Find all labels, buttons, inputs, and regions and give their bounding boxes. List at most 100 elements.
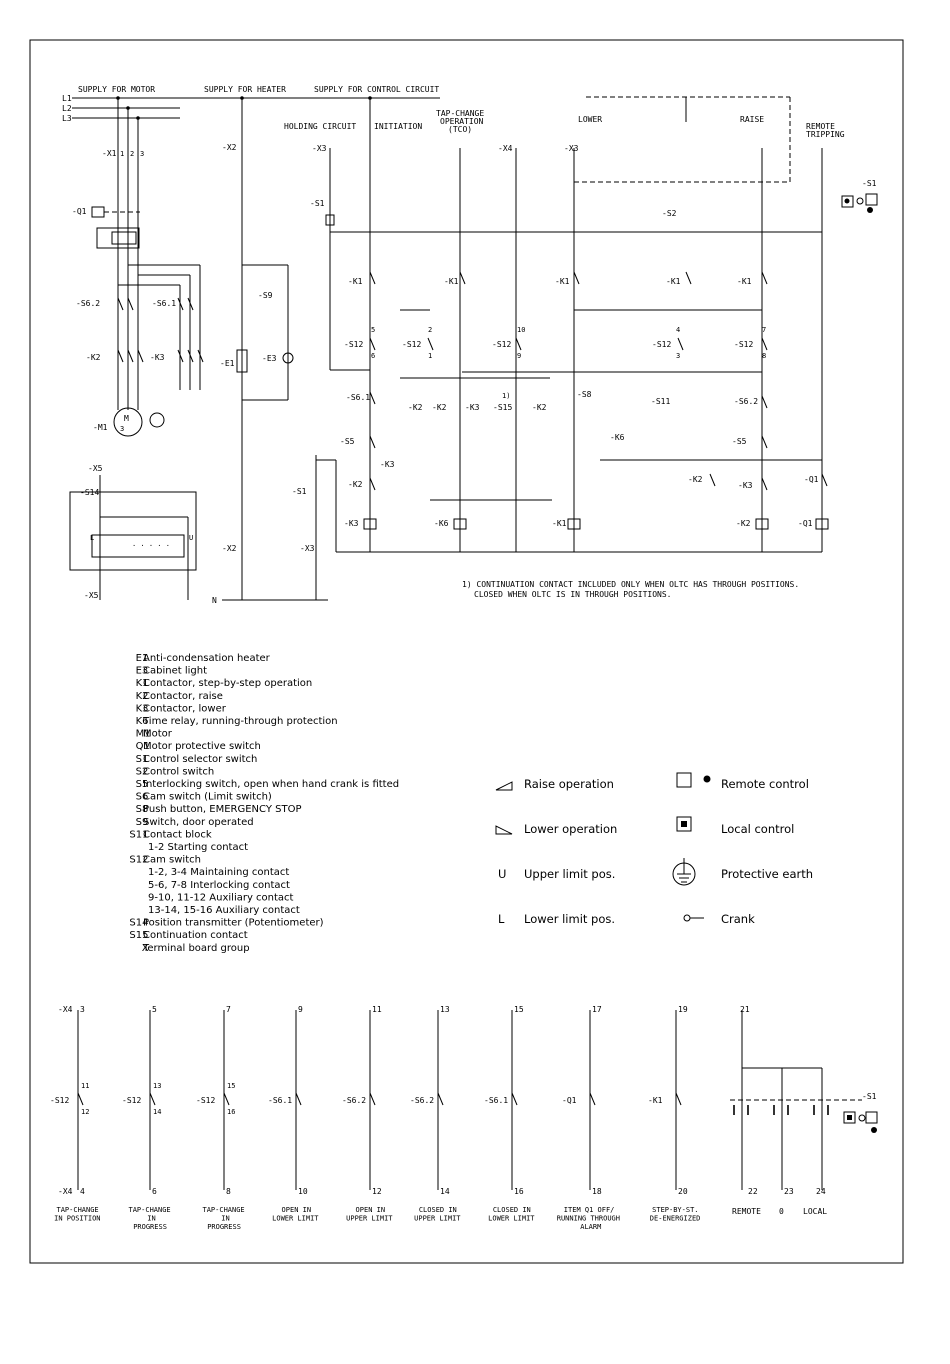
legend-code: Q1	[136, 741, 150, 752]
aux-caption: PROGRESS	[207, 1223, 241, 1231]
supply-heater-label: SUPPLY FOR HEATER	[204, 85, 286, 94]
x1-term-1: 1	[120, 150, 124, 158]
aux-top-terminal: 5	[152, 1005, 157, 1014]
aux-contact	[223, 1092, 230, 1106]
q1-control-tag: -Q1	[804, 475, 819, 484]
remote-control-symbol	[676, 772, 692, 788]
raise-heading: RAISE	[740, 115, 764, 124]
k1-tag-c: -K1	[555, 277, 570, 286]
aux-caption: LOWER LIMIT	[488, 1215, 535, 1223]
k2-control-tag-d: -K2	[348, 480, 363, 489]
aux-caption: RUNNING THROUGH	[557, 1215, 620, 1223]
upper-limit-label: Upper limit pos.	[524, 867, 615, 881]
position-transmitter: -X5 -S14 L U · · · · · -X5	[69, 464, 197, 600]
aux-caption: DE-ENERGIZED	[650, 1215, 701, 1223]
legend-text: Cabinet light	[143, 666, 207, 677]
crank-symbol	[683, 914, 691, 922]
aux-caption: IN	[221, 1215, 229, 1223]
s2-tag: -S2	[662, 209, 677, 218]
initiation-heading: INITIATION	[374, 122, 422, 131]
legend-text: Cam switch	[143, 855, 201, 866]
pot-lower-mark: L	[90, 534, 94, 542]
e3-tag: -E3	[262, 354, 277, 363]
k3-motor-tag: -K3	[150, 353, 165, 362]
remote-heading: REMOTE	[806, 122, 835, 131]
legend-code: E3	[136, 666, 149, 677]
x1-tag: -X1	[102, 149, 117, 158]
aux-device-tag: -S6.2	[342, 1096, 366, 1105]
s1-lower-tag: -S1	[292, 487, 307, 496]
aux-caption: UPPER LIMIT	[346, 1215, 393, 1223]
aux-x4-bottom-tag: -X4	[58, 1187, 73, 1196]
legend-text: Continuation contact	[143, 930, 248, 941]
lower-symbol	[495, 825, 513, 835]
s1-right-tag: -S1	[862, 179, 877, 188]
aux-bottom-terminal: 8	[226, 1187, 231, 1196]
local-key-label: Local control	[721, 822, 794, 836]
x4-tag: -X4	[498, 144, 513, 153]
aux-top-terminal: 19	[678, 1005, 688, 1014]
footnote-line-2: CLOSED WHEN OLTC IS IN THROUGH POSITIONS…	[474, 590, 671, 599]
legend-code: S2	[136, 766, 149, 777]
s15-tag: -S15	[493, 403, 512, 412]
aux-caption: ALARM	[580, 1223, 601, 1231]
legend-text: Contact block	[143, 829, 212, 840]
k2-control-tag-e: -K2	[688, 475, 703, 484]
aux-caption: PROGRESS	[133, 1223, 167, 1231]
selector-out-22: 22	[748, 1187, 758, 1196]
legend-code: K2	[136, 691, 149, 702]
legend-text: Contactor, raise	[143, 691, 223, 702]
supply-control-label: SUPPLY FOR CONTROL CIRCUIT	[314, 85, 439, 94]
k2-control-tag-a: -K2	[408, 403, 423, 412]
aux-device-tag: -S12	[196, 1096, 215, 1105]
aux-caption: OPEN IN	[356, 1206, 386, 1214]
selector-out-24: 24	[816, 1187, 826, 1196]
q1-tag: -Q1	[72, 207, 87, 216]
tco-heading-2: OPERATION	[440, 117, 484, 126]
k1-tag-d: -K1	[666, 277, 681, 286]
k6-coil-tag: -K6	[434, 519, 449, 528]
aux-device-tag: -S12	[50, 1096, 69, 1105]
s12-tag-e: -S12	[734, 340, 753, 349]
k3-control-tag-b: -K3	[380, 460, 395, 469]
coil-k1	[567, 518, 581, 530]
aux-contact-no: 13	[153, 1082, 161, 1090]
s5-tag-b: -S5	[732, 437, 747, 446]
legend-code: S6	[136, 792, 149, 803]
lower-limit-symbol: L	[498, 912, 505, 926]
upper-limit-symbol: U	[498, 867, 506, 881]
aux-bottom-terminal: 4	[80, 1187, 85, 1196]
legend-text: Terminal board group	[142, 943, 250, 954]
remote-key-label: Remote control	[721, 777, 809, 791]
s12-term-7: 7	[762, 326, 766, 334]
aux-contact-no: 14	[153, 1108, 161, 1116]
motor-circuit: -X1 1 2 3 -Q1 -S6.2 -S6.1 -K2 -K3 M 3 -M…	[72, 98, 204, 437]
s12-tag-c: -S12	[492, 340, 511, 349]
sheet-border	[29, 39, 904, 1264]
aux-top-terminal: 15	[514, 1005, 524, 1014]
k2-control-tag-b: -K2	[432, 403, 447, 412]
holding-heading: HOLDING CIRCUIT	[284, 122, 356, 131]
aux-bottom-terminal: 10	[298, 1187, 308, 1196]
heater-circuit: -X2 -E1 -S9 -E3 -X2 N	[212, 98, 328, 605]
aux-bottom-terminal: 14	[440, 1187, 450, 1196]
pot-upper-mark: U	[189, 534, 193, 542]
supply-lines: L1 L2 L3 SUPPLY FOR MOTOR SUPPLY FOR HEA…	[62, 85, 440, 123]
aux-caption: OPEN IN	[282, 1206, 312, 1214]
legend-text: 5-6, 7-8 Interlocking contact	[148, 880, 290, 891]
aux-device-tag: -S6.2	[410, 1096, 434, 1105]
q1-coil-tag: -Q1	[798, 519, 813, 528]
lower-limit-label: Lower limit pos.	[524, 912, 615, 926]
x3-tag: -X3	[312, 144, 327, 153]
raise-symbol	[495, 781, 513, 791]
legend-text: Contactor, lower	[143, 703, 227, 714]
aux-caption: CLOSED IN	[419, 1206, 457, 1214]
x1-term-2: 2	[130, 150, 134, 158]
k1-tag-b: -K1	[444, 277, 459, 286]
